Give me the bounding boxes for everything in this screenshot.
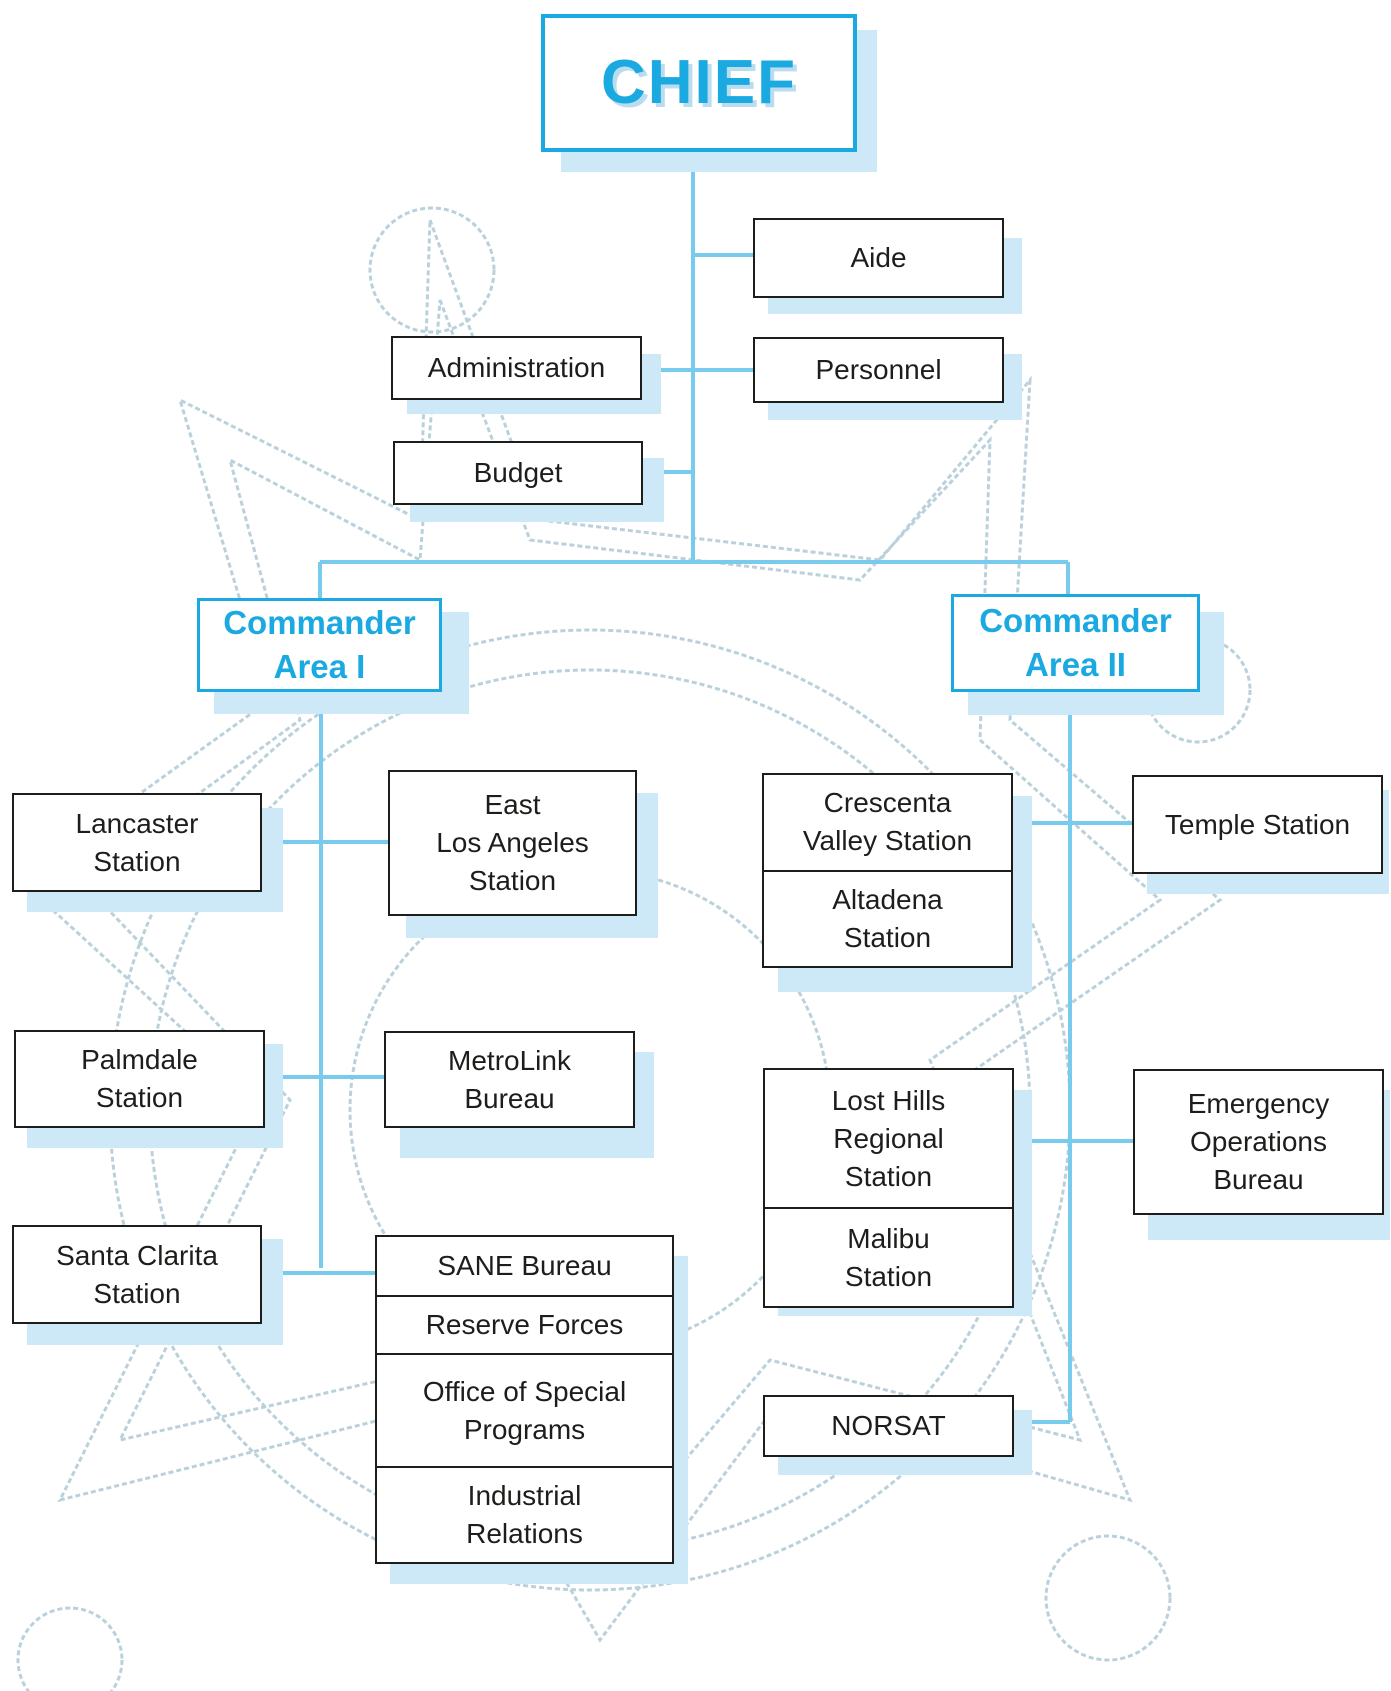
- santa-clarita-station-label: Santa Clarita Station: [56, 1239, 218, 1309]
- commander-area-2-label: Commander Area II: [979, 602, 1172, 683]
- santa-clarita-station-box: Santa Clarita Station: [12, 1225, 262, 1324]
- aide-label: Aide: [850, 242, 907, 273]
- lost-hills-malibu-group-box: Lost Hills Regional Station Malibu Stati…: [763, 1068, 1014, 1308]
- budget-label: Budget: [473, 457, 563, 488]
- metrolink-bureau-label: MetroLink Bureau: [448, 1044, 571, 1114]
- budget-box: Budget: [393, 441, 643, 505]
- reserve-forces-label: Reserve Forces: [377, 1295, 672, 1353]
- crescenta-altadena-group-box: Crescenta Valley Station Altadena Statio…: [762, 773, 1013, 968]
- palmdale-station-box: Palmdale Station: [14, 1030, 265, 1128]
- east-la-station-box: East Los Angeles Station: [388, 770, 637, 916]
- industrial-relations-label: Industrial Relations: [377, 1466, 672, 1562]
- personnel-box: Personnel: [753, 337, 1004, 403]
- metrolink-bureau-box: MetroLink Bureau: [384, 1031, 635, 1128]
- commander-area-1-box: Commander Area I: [197, 598, 442, 692]
- norsat-label: NORSAT: [831, 1410, 946, 1441]
- east-la-station-label: East Los Angeles Station: [436, 789, 589, 896]
- aide-box: Aide: [753, 218, 1004, 298]
- crescenta-valley-station-label: Crescenta Valley Station: [802, 787, 973, 857]
- lancaster-station-box: Lancaster Station: [12, 793, 262, 892]
- altadena-station-label: Altadena Station: [764, 869, 1011, 967]
- chief-label: CHIEF: [601, 48, 797, 117]
- lost-hills-regional-station-label: Lost Hills Regional Station: [831, 1084, 946, 1192]
- emergency-operations-bureau-box: Emergency Operations Bureau: [1133, 1069, 1384, 1215]
- temple-station-label: Temple Station: [1164, 808, 1351, 840]
- administration-label: Administration: [427, 352, 606, 383]
- personnel-label: Personnel: [815, 354, 942, 385]
- commander-area-2-box: Commander Area II: [951, 594, 1200, 692]
- sane-bureau-group-box: SANE Bureau Reserve Forces Office of Spe…: [375, 1235, 674, 1564]
- lancaster-station-label: Lancaster Station: [75, 807, 199, 877]
- norsat-box: NORSAT: [763, 1395, 1014, 1457]
- malibu-station-label: Malibu Station: [765, 1207, 1012, 1306]
- office-of-special-programs-label: Office of Special Programs: [377, 1353, 672, 1466]
- commander-area-1-label: Commander Area I: [223, 604, 416, 685]
- temple-station-box: Temple Station: [1132, 775, 1383, 874]
- chief-box: CHIEF: [541, 14, 857, 152]
- sane-bureau-label: SANE Bureau: [437, 1250, 612, 1281]
- administration-box: Administration: [391, 336, 642, 400]
- palmdale-station-label: Palmdale Station: [81, 1044, 198, 1113]
- emergency-operations-bureau-label: Emergency Operations Bureau: [1187, 1088, 1330, 1195]
